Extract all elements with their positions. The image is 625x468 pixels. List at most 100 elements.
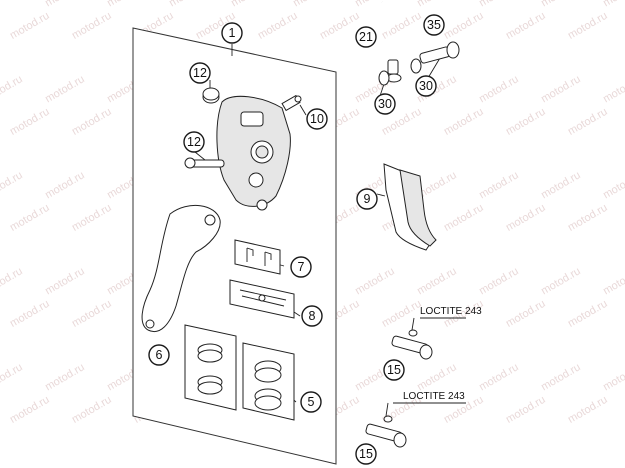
- watermark-text: motod.ru: [539, 265, 583, 297]
- watermark-text: motod.ru: [442, 202, 486, 234]
- watermark-text: motod.ru: [415, 265, 459, 297]
- nut-top: [202, 87, 220, 104]
- watermark-text: motod.ru: [43, 0, 87, 9]
- watermark-text: motod.ru: [504, 298, 548, 330]
- svg-text:15: 15: [359, 447, 373, 461]
- watermark-text: motod.ru: [256, 10, 300, 42]
- banjo-bolt: [419, 41, 460, 64]
- svg-text:30: 30: [378, 97, 392, 111]
- svg-text:35: 35: [427, 18, 441, 32]
- mounting-bolt-top: [391, 329, 433, 360]
- watermark-text: motod.ru: [70, 298, 114, 330]
- svg-text:7: 7: [298, 260, 305, 274]
- watermark-text: motod.ru: [442, 106, 486, 138]
- watermark-text: motod.ru: [566, 202, 610, 234]
- watermark-text: motod.ru: [539, 169, 583, 201]
- watermark-text: motod.ru: [539, 361, 583, 393]
- brake-pads: [383, 163, 437, 251]
- svg-text:10: 10: [310, 112, 324, 126]
- brake-line: [381, 1, 402, 83]
- watermark-text: motod.ru: [566, 106, 610, 138]
- callout-7: 7: [290, 256, 312, 278]
- watermark-text: motod.ru: [566, 394, 610, 426]
- watermark-text: motod.ru: [70, 202, 114, 234]
- watermark-text: motod.ru: [415, 361, 459, 393]
- watermark-text: motod.ru: [43, 169, 87, 201]
- watermark-text: motod.ru: [601, 265, 625, 297]
- clip-box: [234, 239, 281, 275]
- watermark-text: motod.ru: [167, 0, 211, 9]
- loctite-label-bottom: LOCTITE 243: [403, 391, 465, 402]
- watermark-text: motod.ru: [442, 10, 486, 42]
- callout-9: 9: [356, 188, 378, 210]
- callout-30-right: 30: [415, 75, 437, 97]
- brake-caliper-body: [216, 95, 291, 211]
- mounting-bolt-bottom: [365, 415, 407, 448]
- callout-21: 21: [355, 26, 377, 48]
- svg-text:30: 30: [419, 79, 433, 93]
- watermark-text: motod.ru: [0, 169, 25, 201]
- svg-text:9: 9: [364, 192, 371, 206]
- watermark-text: motod.ru: [380, 298, 424, 330]
- watermark-text: motod.ru: [353, 0, 397, 9]
- watermark-text: motod.ru: [8, 202, 52, 234]
- watermark-text: motod.ru: [566, 10, 610, 42]
- svg-text:5: 5: [308, 395, 315, 409]
- watermark-text: motod.ru: [70, 394, 114, 426]
- watermark-text: motod.ru: [8, 298, 52, 330]
- svg-text:21: 21: [359, 30, 373, 44]
- callout-8: 8: [301, 305, 323, 327]
- watermark-text: motod.ru: [0, 265, 25, 297]
- bracket-hole-bottom: [145, 319, 155, 329]
- piston-kit-box-large: [242, 342, 295, 421]
- callout-12-top: 12: [189, 62, 211, 84]
- callout-10: 10: [306, 108, 328, 130]
- watermark-text: motod.ru: [105, 0, 149, 9]
- callout-15-bottom: 15: [355, 443, 377, 465]
- watermark-text: motod.ru: [8, 394, 52, 426]
- watermark-text: motod.ru: [8, 106, 52, 138]
- watermark-text: motod.ru: [43, 73, 87, 105]
- watermark-text: motod.ru: [70, 106, 114, 138]
- bleed-nipple: [281, 94, 302, 112]
- watermark-text: motod.ru: [539, 73, 583, 105]
- callout-15-top: 15: [383, 359, 405, 381]
- watermark-text: motod.ru: [0, 0, 25, 9]
- piston-kit-box-small: [184, 324, 237, 411]
- watermark-text: motod.ru: [477, 73, 521, 105]
- washer-right: [410, 58, 422, 74]
- watermark-text: motod.ru: [353, 265, 397, 297]
- loctite-label-top: LOCTITE 243: [420, 306, 482, 317]
- watermark-text: motod.ru: [566, 298, 610, 330]
- caliper-support-bracket: [141, 204, 221, 332]
- watermark-text: motod.ru: [291, 0, 335, 9]
- watermark-text: motod.ru: [601, 169, 625, 201]
- watermark-text: motod.ru: [504, 394, 548, 426]
- watermark-text: motod.ru: [477, 169, 521, 201]
- callout-12-lower: 12: [183, 131, 205, 153]
- washer-left: [378, 70, 390, 86]
- watermark-text: motod.ru: [318, 10, 362, 42]
- svg-text:8: 8: [309, 309, 316, 323]
- svg-text:1: 1: [229, 26, 236, 40]
- svg-text:12: 12: [187, 135, 201, 149]
- watermark-text: motod.ru: [504, 106, 548, 138]
- watermark-text: motod.ru: [601, 361, 625, 393]
- watermark-text: motod.ru: [601, 73, 625, 105]
- bracket-hole-top: [204, 214, 216, 226]
- callout-5: 5: [300, 391, 322, 413]
- watermark-text: motod.ru: [539, 0, 583, 9]
- watermark-text: motod.ru: [43, 265, 87, 297]
- bolt-lower: [184, 157, 225, 169]
- watermark-text: motod.ru: [477, 265, 521, 297]
- pin-box: [229, 279, 295, 319]
- callout-1: 1: [221, 22, 243, 44]
- svg-text:6: 6: [156, 348, 163, 362]
- svg-text:15: 15: [387, 363, 401, 377]
- watermark-text: motod.ru: [43, 361, 87, 393]
- watermark-text: motod.ru: [229, 0, 273, 9]
- callout-35: 35: [423, 14, 445, 36]
- watermark-text: motod.ru: [8, 10, 52, 42]
- watermark-text: motod.ru: [415, 0, 459, 9]
